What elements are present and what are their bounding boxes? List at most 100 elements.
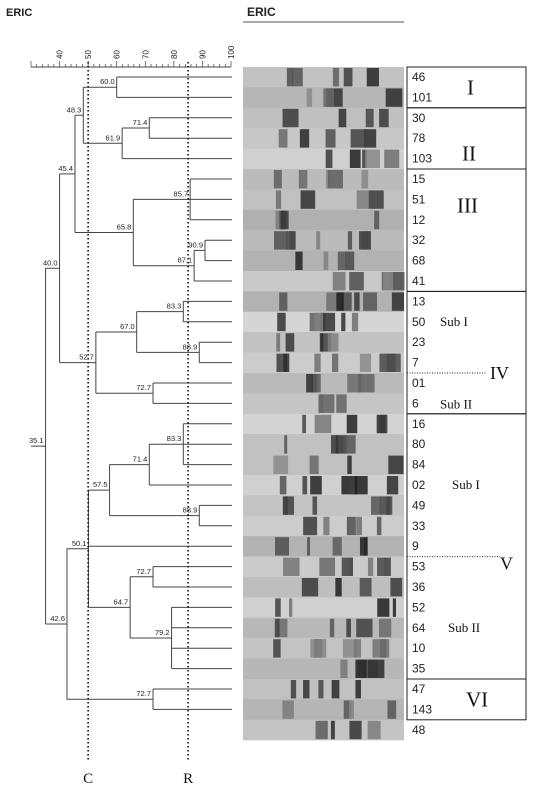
isolate-labels: 4610130781031551123268411350237016168084…	[412, 70, 432, 737]
isolate-label: 30	[412, 111, 426, 125]
isolate-label: 103	[412, 152, 432, 166]
isolate-label: 50	[412, 315, 426, 329]
node-label: 64.7	[114, 597, 129, 606]
gel-band	[356, 618, 373, 638]
gel-band	[279, 476, 287, 495]
gel-band	[347, 231, 353, 250]
gel-band	[340, 659, 348, 678]
isolate-label: 41	[412, 274, 426, 288]
gel-band	[343, 68, 353, 87]
gel-lane	[243, 250, 404, 271]
isolate-label: 13	[412, 294, 426, 308]
gel-band	[276, 353, 287, 372]
left-title: ERIC	[6, 7, 32, 19]
node-label: 85.7	[174, 189, 189, 198]
gel-band	[367, 659, 385, 678]
gel-band	[378, 618, 392, 638]
isolate-label: 53	[412, 560, 426, 574]
isolate-label: 7	[412, 356, 419, 370]
gel-band	[295, 251, 303, 270]
cluster-box	[406, 678, 527, 721]
gel-band	[275, 598, 281, 617]
gel-band	[283, 557, 300, 576]
gel-band	[343, 435, 356, 454]
gel-lane	[243, 373, 404, 394]
gel-band	[277, 312, 286, 332]
gel-band	[275, 190, 282, 209]
gel-band	[313, 374, 321, 393]
isolate-label: 52	[412, 600, 426, 614]
gel-band	[347, 455, 352, 474]
isolate-label: 10	[412, 641, 426, 655]
gel-band	[364, 149, 381, 168]
gel-lane	[243, 454, 404, 475]
isolate-label: 80	[412, 437, 426, 451]
gel-lane	[243, 67, 404, 88]
gel-band	[290, 680, 297, 699]
gel-band	[319, 333, 324, 352]
gel-band	[282, 108, 299, 128]
gel-band	[388, 455, 404, 474]
isolate-label: 01	[412, 376, 426, 390]
gel-band	[365, 108, 374, 128]
gel-band	[329, 618, 335, 638]
isolate-label: 15	[412, 172, 426, 186]
gel-band	[314, 353, 321, 372]
gel-lane	[243, 271, 404, 292]
isolate-label: 35	[412, 662, 426, 676]
gel-band	[332, 353, 339, 372]
scale-tick-label: 100	[227, 45, 236, 59]
gel-band	[355, 659, 367, 678]
isolate-label: 46	[412, 70, 426, 84]
node-label: 40.0	[43, 258, 58, 267]
node-label: 71.4	[133, 118, 148, 127]
gel-band	[286, 231, 296, 250]
gel-band	[273, 455, 289, 474]
gel-band	[285, 496, 295, 515]
gel-lane	[243, 597, 404, 618]
node-label: 48.3	[67, 105, 82, 114]
gel-band	[355, 680, 361, 699]
gel-band	[302, 476, 308, 495]
gel-band	[379, 414, 388, 434]
node-label: 88.9	[183, 506, 198, 515]
gel-band	[291, 68, 303, 87]
node-label: 88.9	[183, 342, 198, 351]
gel-band	[359, 231, 371, 250]
gel-band	[387, 700, 397, 719]
gel-band	[327, 170, 343, 189]
gel-band	[310, 476, 322, 495]
gel-band	[392, 598, 397, 617]
cluster-label: I	[467, 75, 474, 99]
sub-label: Sub II	[440, 396, 472, 411]
gel-image	[243, 67, 405, 741]
gel-band	[276, 618, 288, 638]
gel-band	[273, 639, 281, 658]
gel-lane	[243, 169, 404, 190]
isolate-label: 9	[412, 539, 419, 553]
cluster-label: II	[462, 142, 476, 166]
node-label: 83.3	[167, 434, 182, 443]
gel-lane	[243, 475, 404, 496]
gel-band	[346, 618, 351, 638]
gel-band	[343, 700, 352, 719]
isolate-label: 84	[412, 458, 426, 472]
node-label: 35.1	[29, 436, 44, 445]
gel-band	[284, 435, 288, 454]
node-label: 72.7	[136, 383, 151, 392]
gel-band	[385, 88, 403, 107]
node-label: 90.9	[188, 240, 203, 249]
gel-band	[330, 720, 335, 740]
gel-band	[377, 557, 386, 576]
cluster-label: V	[500, 554, 513, 574]
gel-band	[382, 272, 394, 291]
isolate-label: 47	[412, 682, 426, 696]
isolate-label: 101	[412, 90, 432, 104]
gel-band	[325, 149, 333, 168]
gel-band	[274, 618, 280, 638]
gel-band	[356, 516, 362, 536]
gel-band	[349, 720, 362, 740]
gel-band	[330, 435, 339, 454]
